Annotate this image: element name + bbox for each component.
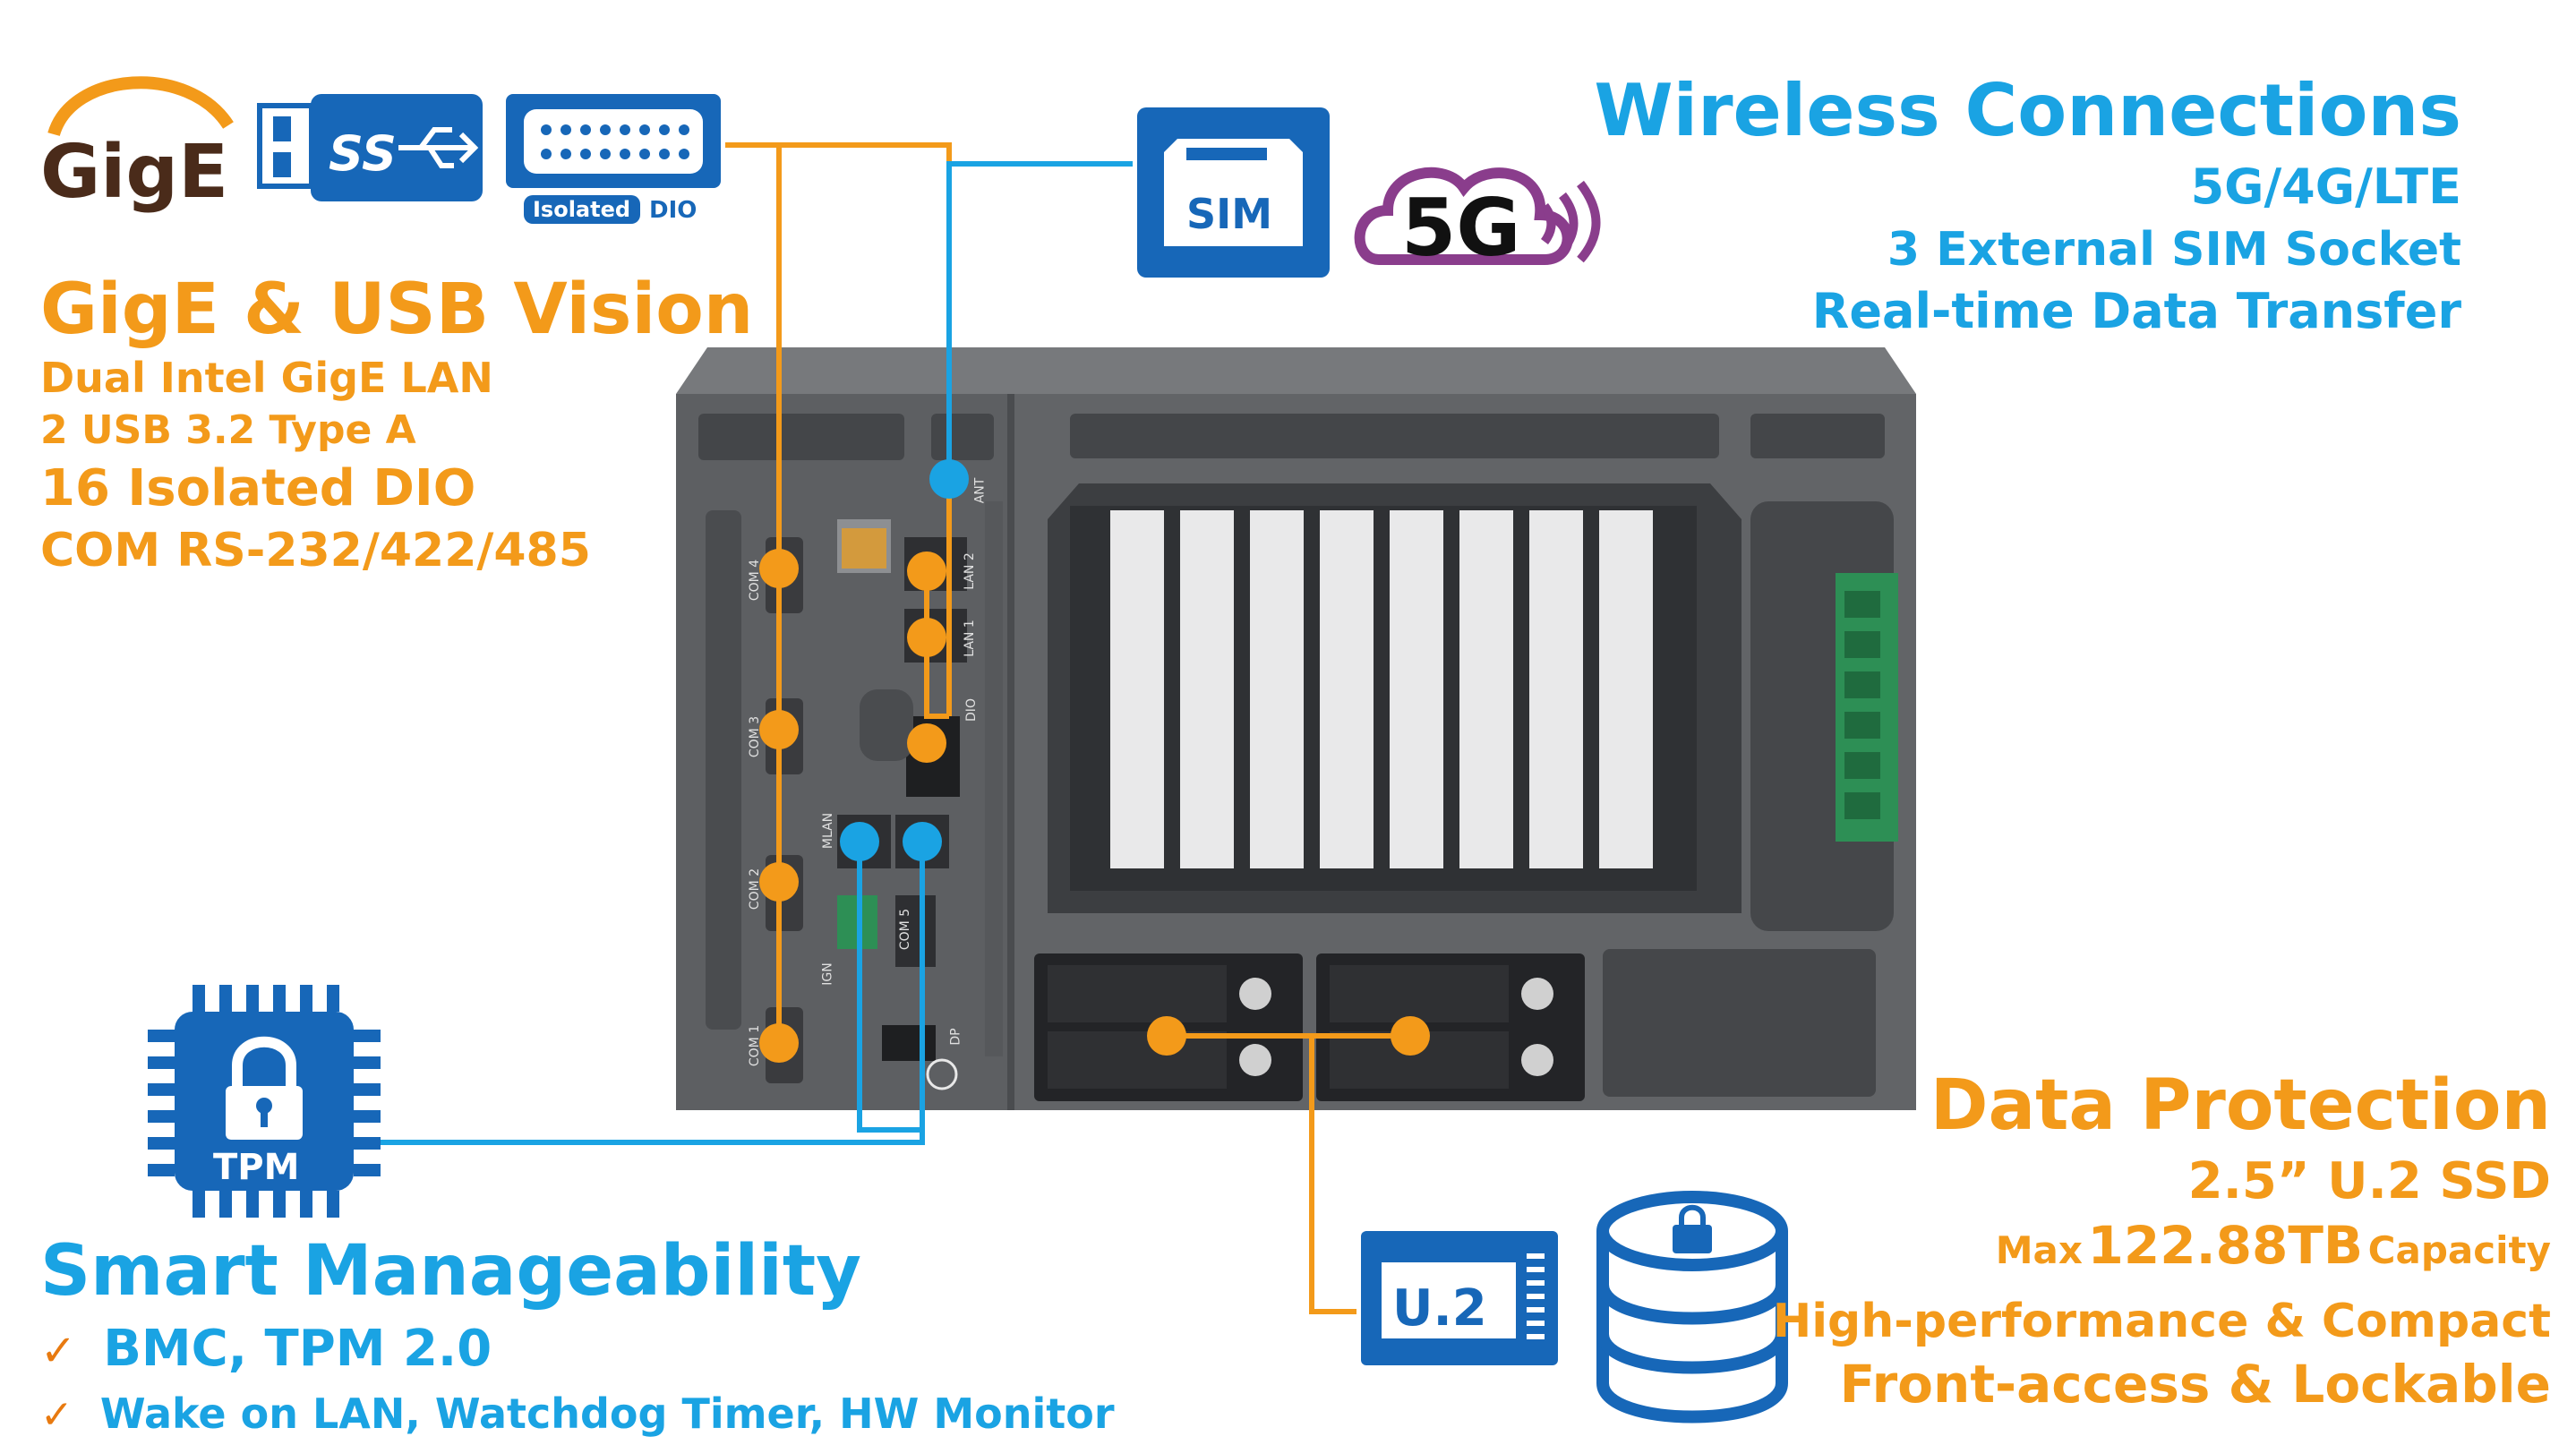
- usb3-icon: SS: [257, 94, 483, 201]
- port-label-ant: ANT: [972, 477, 988, 504]
- u2-drive-icon: U.2: [1361, 1231, 1558, 1365]
- 5g-cloud-icon: 5G: [1354, 167, 1601, 274]
- svg-text:SS: SS: [329, 125, 397, 182]
- connector-dots: [759, 459, 1430, 1063]
- connector-lines: [372, 142, 1410, 1314]
- expansion-slot: [1180, 510, 1234, 868]
- dio-connector-icon: Isolated DIO: [506, 94, 721, 224]
- port-label-com3: COM 3: [748, 715, 763, 758]
- protect-line: High-performance & Compact: [1772, 1295, 2551, 1348]
- gige-section-title: GigE & USB Vision: [40, 269, 754, 350]
- expansion-slot: [1529, 510, 1583, 868]
- drive-tray: [1330, 965, 1509, 1022]
- manage-section: Smart Manageability ✓BMC, TPM 2.0 ✓Wake …: [40, 1227, 1115, 1445]
- drive-tray: [1048, 1031, 1227, 1089]
- wireless-line: 3 External SIM Socket: [1887, 223, 2461, 277]
- port-label-com4: COM 4: [748, 559, 763, 602]
- gige-line: 2 USB 3.2 Type A: [40, 407, 416, 453]
- port-label-com2: COM 2: [748, 868, 763, 911]
- svg-text:GigE: GigE: [40, 130, 228, 215]
- port-label-ign: IGN: [820, 962, 835, 986]
- port-label-lan2: LAN 2: [962, 552, 977, 590]
- gige-line: COM RS-232/422/485: [40, 524, 591, 577]
- svg-text:SIM: SIM: [1186, 190, 1272, 238]
- wireless-line: Real-time Data Transfer: [1811, 283, 2461, 339]
- expansion-slot: [1110, 510, 1164, 868]
- port-label-dp: DP: [948, 1028, 963, 1046]
- check-icon: ✓: [40, 1392, 73, 1438]
- expansion-slot: [1459, 510, 1513, 868]
- manage-line: ✓BMC, TPM 2.0: [40, 1320, 492, 1378]
- wireless-line: 5G/4G/LTE: [2190, 158, 2461, 215]
- manage-line: ✓Wake on LAN, Watchdog Timer, HW Monitor: [40, 1389, 1115, 1438]
- expansion-slot: [1250, 510, 1304, 868]
- protect-line: Front-access & Lockable: [1839, 1354, 2551, 1415]
- manage-section-title: Smart Manageability: [40, 1231, 861, 1312]
- protect-line: 2.5” U.2 SSD: [2187, 1152, 2551, 1210]
- port-label-mlan: MLAN: [821, 812, 836, 850]
- port-label-com5: COM 5: [898, 908, 913, 951]
- protect-section-title: Data Protection: [1930, 1065, 2551, 1146]
- port-label-dio: DIO: [963, 698, 979, 722]
- locked-storage-icon: [1596, 1191, 1788, 1424]
- sim-card-icon: SIM: [1137, 107, 1330, 278]
- expansion-slot: [1599, 510, 1653, 868]
- svg-text:TPM: TPM: [213, 1147, 299, 1188]
- gige-section: GigE & USB Vision Dual Intel GigE LAN 2 …: [40, 269, 753, 580]
- protect-capacity: Max 122.88TB Capacity: [1995, 1215, 2551, 1276]
- svg-text:5G: 5G: [1401, 182, 1520, 274]
- gige-logo-icon: GigE: [40, 76, 234, 215]
- gige-line: Dual Intel GigE LAN: [40, 354, 493, 402]
- expansion-slot: [1390, 510, 1443, 868]
- port-label-com1: COM 1: [748, 1024, 763, 1067]
- svg-text:DIO: DIO: [649, 197, 697, 224]
- protect-section: Data Protection 2.5” U.2 SSD Max 122.88T…: [1773, 1061, 2551, 1416]
- wireless-section: Wireless Connections 5G/4G/LTE 3 Externa…: [1594, 67, 2461, 343]
- drive-tray: [1048, 965, 1227, 1022]
- expansion-slot: [1320, 510, 1374, 868]
- svg-text:Isolated: Isolated: [533, 197, 630, 222]
- port-label-lan1: LAN 1: [962, 620, 977, 657]
- check-icon: ✓: [40, 1326, 77, 1376]
- gige-line: 16 Isolated DIO: [40, 459, 476, 517]
- svg-text:U.2: U.2: [1392, 1279, 1487, 1338]
- wireless-section-title: Wireless Connections: [1594, 69, 2461, 152]
- tpm-chip-icon: TPM: [148, 985, 381, 1218]
